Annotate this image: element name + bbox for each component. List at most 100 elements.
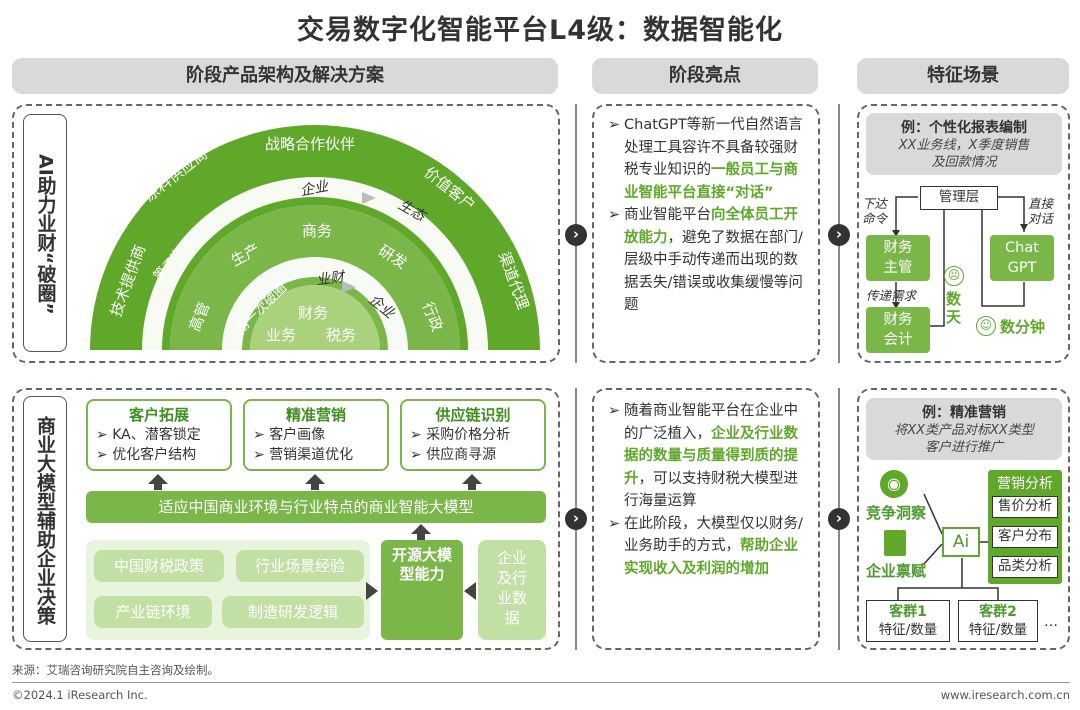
row2-side-label-text: 商业大模型辅助企业决策: [34, 415, 56, 625]
chevron-right-icon: ›: [828, 508, 850, 530]
analysis-item: 客户分布: [992, 526, 1058, 548]
outer-ring-label: 战略合作伙伴: [265, 135, 356, 153]
pass-request-label: 传递需求: [866, 288, 917, 303]
supply-chain-box: 供应链识别 ➢ 采购价格分析 ➢ 供应商寻源: [400, 399, 546, 471]
days-label: 数天: [946, 290, 962, 326]
highlight-emphasis: 企业及行业数据的数量与质量得到质的提升: [624, 425, 798, 487]
box-item: ➢ KA、潜客锁定: [96, 427, 201, 443]
input-tax-policy: 中国财税政策: [94, 550, 224, 582]
box-item: ➢ 供应商寻源: [410, 447, 497, 463]
highlight-text: ChatGPT等新一代自然语言处理工具容许不具备较强财税专业知识的: [624, 117, 803, 178]
up-arrow-icon: [462, 474, 482, 490]
highlight-text: 商业智能平台: [624, 207, 711, 223]
customer-group-card: 客群2 特征/数量: [958, 600, 1038, 642]
bullet-arrow-icon: ➢: [608, 515, 621, 532]
example-subtitle: 将XX类产品对标XX类型客户进行推广: [894, 423, 1034, 455]
footer-divider: [12, 682, 1070, 683]
core-circle: [250, 285, 380, 350]
box-title: 精准营销: [285, 406, 346, 424]
highlight-text: ，可以支持财税大模型进行海量运算: [624, 470, 798, 510]
more-ellipsis: …: [1044, 614, 1058, 630]
report-flow-diagram: [892, 196, 1028, 327]
business-model-bar: 适应中国商业环境与行业特点的商业智能大模型: [86, 491, 546, 523]
copyright: ©2024.1 iResearch Inc.: [12, 688, 148, 702]
analysis-item: 售价分析: [992, 496, 1058, 518]
example-header: 例：精准营销 将XX类产品对标XX类型客户进行推广: [866, 398, 1062, 460]
box-item: ➢ 客户画像: [253, 427, 326, 443]
left-arrow-icon: [464, 582, 476, 600]
customer-expansion-box: 客户拓展 ➢ KA、潜客锁定 ➢ 优化客户结构: [86, 399, 232, 471]
ai-chip-icon: Ai: [942, 527, 980, 557]
highlight-text: ，避免了数据在部门/层级中手动传递而出现的数据丢失/错误或收集缓慢等问题: [624, 229, 803, 314]
box-item-text: 供应商寻源: [426, 447, 497, 463]
highlight-item: ➢ 随着商业智能平台在企业中的广泛植入，企业及行业数据的数量与质量得到质的提升，…: [608, 400, 808, 513]
eye-icon: ◉: [880, 470, 908, 498]
bullet-arrow-icon: ➢: [608, 207, 621, 223]
box-item-text: 客户画像: [269, 427, 326, 443]
box-title: 客户拓展: [128, 406, 189, 424]
highlight-emphasis: 一般员工与商业智能平台直接“对话”: [624, 162, 798, 201]
bullet-arrow-icon: ➢: [608, 403, 621, 419]
chatgpt-node: Chat GPT: [990, 235, 1054, 281]
enterprise-endowment-label: 企业禀赋: [866, 562, 927, 580]
competitive-insight-label: 竞争洞察: [866, 504, 927, 522]
header-architecture: 阶段产品架构及解决方案: [12, 58, 558, 94]
box-item: ➢ 营销渠道优化: [253, 447, 354, 463]
highlight-item: ➢ 在此阶段，大模型仅以财务/业务助手的方式，帮助企业实现收入及利润的增加: [608, 513, 808, 581]
highlight-item: ➢ 商业智能平台向全体员工开放能力，避免了数据在部门/层级中手动传递而出现的数据…: [608, 204, 808, 317]
up-arrow-icon: [305, 474, 325, 490]
up-arrow-icon: [148, 474, 168, 490]
middle-ring-label: 商务: [302, 222, 333, 240]
row1-highlights: ➢ ChatGPT等新一代自然语言处理工具容许不具备较强财税专业知识的一般员工与…: [608, 114, 808, 317]
input-industry-experience: 行业场景经验: [236, 550, 364, 582]
smile-face-icon: ☺: [976, 316, 996, 336]
box-item-text: 优化客户结构: [112, 447, 197, 463]
header-scenarios: 特征场景: [857, 58, 1069, 94]
row1-highlights-panel: [592, 104, 820, 363]
analysis-item: 品类分析: [992, 556, 1058, 578]
group-name: 客群2: [979, 604, 1017, 620]
customer-group-card: 客群1 特征/数量: [866, 600, 950, 642]
up-arrow-icon: [411, 524, 431, 540]
document-icon: [884, 530, 906, 556]
group-desc: 特征/数量: [878, 622, 938, 638]
example-title: 例：个性化报表编制: [901, 120, 1027, 136]
highlight-item: ➢ ChatGPT等新一代自然语言处理工具容许不具备较强财税专业知识的一般员工与…: [608, 114, 808, 204]
highlight-emphasis: 帮助企业实现收入及利润的增加: [624, 538, 798, 577]
source-note: 来源：艾瑞咨询研究院自主咨询及绘制。: [12, 663, 219, 677]
row1-side-label-text: AI助力业财“破圈”: [34, 153, 57, 315]
site-url: www.iresearch.com.cn: [940, 688, 1070, 702]
marketing-analysis-title: 营销分析: [997, 476, 1053, 492]
core-label: 财务: [298, 304, 329, 322]
outer-ring: [90, 125, 540, 350]
box-item: ➢ 优化客户结构: [96, 447, 197, 463]
rainbow-diagram: [90, 125, 540, 350]
down-command-label: 下达命令: [862, 196, 888, 226]
row2-highlights-panel: [592, 388, 820, 650]
right-arrow-icon: [366, 582, 378, 600]
example-subtitle: XX业务线，X季度销售及回款情况: [898, 138, 1030, 170]
input-industry-chain: 产业链环境: [94, 596, 212, 628]
minutes-label: 数分钟: [1000, 318, 1046, 336]
accountant-node: 财务会计: [866, 307, 930, 353]
highlight-emphasis: 向全体员工开放能力: [624, 207, 798, 246]
chevron-right-icon: ›: [565, 508, 587, 530]
input-manufacturing-rd: 制造研发逻辑: [222, 596, 364, 628]
finance-manager-node: 财务主管: [866, 235, 930, 281]
group-name: 客群1: [889, 604, 927, 620]
row2-side-label: 商业大模型辅助企业决策: [23, 396, 67, 642]
chevron-right-icon: ›: [565, 224, 587, 246]
chevron-right-icon: ›: [828, 224, 850, 246]
open-source-model-box: 开源大模型能力: [381, 540, 463, 640]
row2-highlights: ➢ 随着商业智能平台在企业中的广泛植入，企业及行业数据的数量与质量得到质的提升，…: [608, 400, 808, 580]
example-header: 例：个性化报表编制 XX业务线，X季度销售及回款情况: [866, 113, 1062, 175]
box-item-text: KA、潜客锁定: [112, 427, 201, 443]
group-desc: 特征/数量: [968, 622, 1028, 638]
sad-face-icon: ☹: [944, 266, 964, 286]
management-node: 管理层: [920, 186, 998, 210]
enterprise-data-box: 企业及行业数据: [478, 540, 546, 640]
box-item-text: 采购价格分析: [426, 427, 511, 443]
highlight-text: 在此阶段，大模型仅以财务/业务助手的方式，: [624, 515, 803, 555]
inner-band-label: 业财: [315, 269, 346, 289]
precision-marketing-box: 精准营销 ➢ 客户画像 ➢ 营销渠道优化: [243, 399, 389, 471]
